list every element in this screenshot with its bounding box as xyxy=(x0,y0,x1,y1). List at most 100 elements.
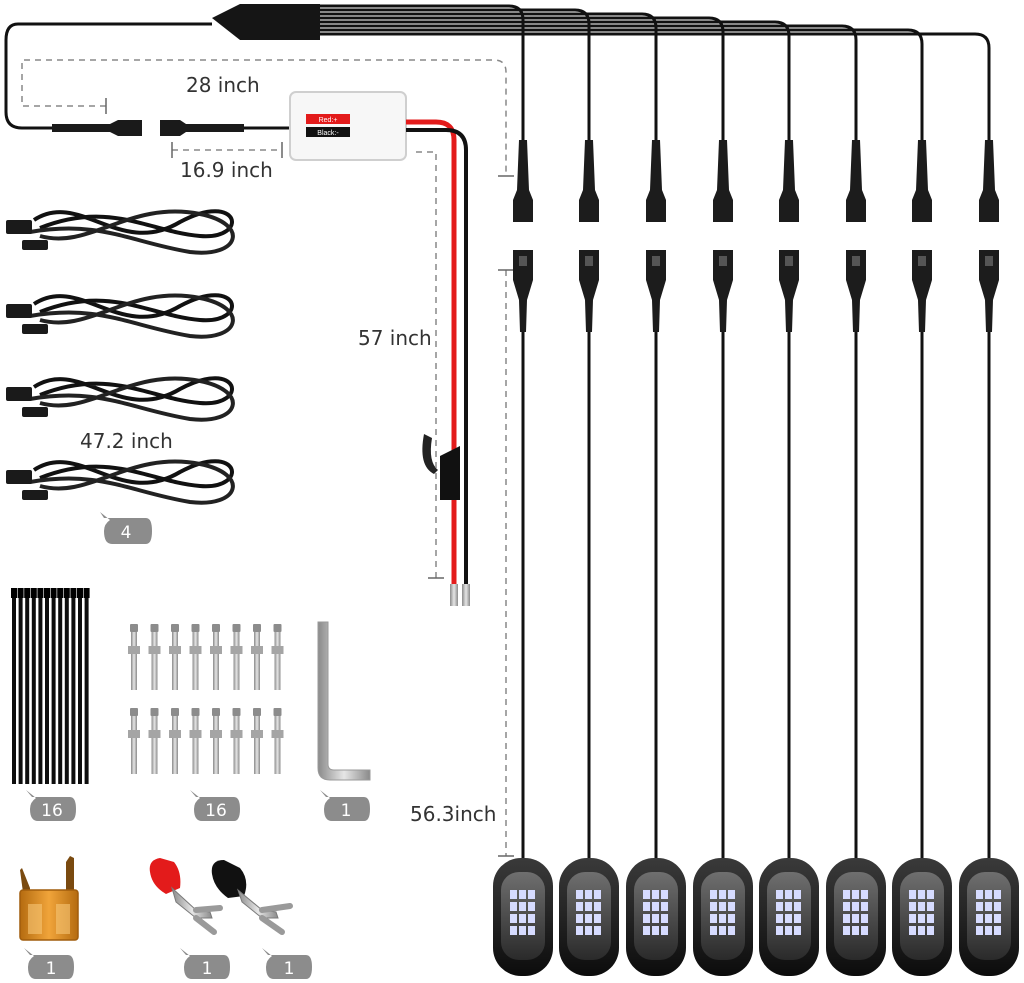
screw-head xyxy=(212,708,220,716)
led-chip xyxy=(852,902,859,911)
led-chip xyxy=(985,890,992,899)
led-chip xyxy=(576,914,583,923)
cable-tie xyxy=(18,588,23,784)
led-chip xyxy=(519,926,526,935)
pod-connector-slot-8 xyxy=(985,256,993,266)
red-wire-tip xyxy=(450,584,458,606)
led-chip xyxy=(652,926,659,935)
led-chip xyxy=(861,902,868,911)
rock-light-5 xyxy=(759,858,819,976)
screw-nut xyxy=(230,646,243,654)
extension-cable-4 xyxy=(6,459,235,505)
badge-black-terminal: 1 xyxy=(262,948,312,979)
screw-head xyxy=(273,708,282,716)
screw-shaft xyxy=(233,632,240,690)
led-chip xyxy=(528,926,535,935)
harness-plug xyxy=(52,120,142,136)
led-chip xyxy=(994,902,1001,911)
screw-shaft xyxy=(151,632,158,690)
cable-tie-head xyxy=(70,588,77,598)
led-chip xyxy=(594,926,601,935)
rock-light-3 xyxy=(626,858,686,976)
cable-ties xyxy=(11,588,90,784)
screw-nut xyxy=(169,646,181,654)
cable-tie-head xyxy=(77,588,83,598)
led-chip xyxy=(976,890,983,899)
rock-light-1 xyxy=(493,858,553,976)
cable-tie-head xyxy=(44,588,50,598)
led-chip xyxy=(576,902,583,911)
branch-connector-6 xyxy=(846,140,866,222)
screw-nut xyxy=(271,730,284,738)
cable-tie-head xyxy=(37,588,44,598)
control-box-red-label-bg xyxy=(306,114,350,124)
black-spade-terminal xyxy=(211,860,293,935)
led-chip xyxy=(585,914,592,923)
led-chip xyxy=(976,902,983,911)
cable-end-connector xyxy=(6,220,32,234)
rock-light-7 xyxy=(892,858,952,976)
pod-connector-1 xyxy=(513,250,533,332)
badge-black-terminal-value: 1 xyxy=(284,959,295,979)
screw-nut xyxy=(148,730,161,738)
screw-nut xyxy=(251,730,263,738)
extension-cable-3 xyxy=(6,376,235,422)
led-chip xyxy=(643,902,650,911)
led-chip xyxy=(843,890,850,899)
pod-connector-slot-4 xyxy=(719,256,727,266)
led-chip xyxy=(585,902,592,911)
badge-extension-cables-value: 4 xyxy=(121,523,132,543)
cable-loop-b xyxy=(29,459,235,505)
led-chip xyxy=(510,902,517,911)
hex-key xyxy=(317,621,371,781)
pod-connector-slot-3 xyxy=(652,256,660,266)
led-chip xyxy=(719,902,726,911)
led-chip xyxy=(719,914,726,923)
cable-tie-head xyxy=(11,588,17,598)
screw-shaft xyxy=(213,632,219,690)
screw-shaft xyxy=(172,716,178,774)
badge-fuse: 1 xyxy=(24,948,74,979)
screw-nut xyxy=(189,646,202,654)
screw-head xyxy=(232,624,241,632)
extension-cable-1 xyxy=(6,209,235,255)
rock-light-2 xyxy=(559,858,619,976)
cable-tie xyxy=(64,588,69,784)
rock-lights xyxy=(493,250,1019,976)
cable-end-connector xyxy=(22,240,48,250)
led-chip xyxy=(652,914,659,923)
harness-branch-wires xyxy=(320,4,999,222)
led-chip xyxy=(728,902,735,911)
led-chip xyxy=(843,902,850,911)
screw-head xyxy=(232,708,241,716)
branch-connector-3 xyxy=(646,140,666,222)
cable-end-connector xyxy=(22,407,48,417)
led-chip xyxy=(861,926,868,935)
screw-shaft xyxy=(172,632,178,690)
screw-nut xyxy=(230,730,243,738)
pod-connector-slot-1 xyxy=(519,256,527,266)
led-chip xyxy=(510,926,517,935)
led-chip xyxy=(985,902,992,911)
screw-shaft xyxy=(213,716,219,774)
badge-cable-ties: 16 xyxy=(26,790,76,821)
led-chip xyxy=(918,926,925,935)
power-wire-black xyxy=(406,128,468,586)
branch-connector-7 xyxy=(912,140,932,222)
rock-light-8 xyxy=(959,858,1019,976)
led-chip xyxy=(643,926,650,935)
dimension-ticks xyxy=(105,98,514,857)
fuse-holder-cap xyxy=(422,434,438,474)
led-chip xyxy=(927,926,934,935)
led-chip xyxy=(719,890,726,899)
led-chip xyxy=(576,926,583,935)
led-chip xyxy=(594,890,601,899)
led-chip xyxy=(785,914,792,923)
cable-tie xyxy=(45,588,49,784)
led-chip xyxy=(794,890,801,899)
screw-head xyxy=(150,708,159,716)
led-chip xyxy=(728,914,735,923)
led-chip xyxy=(909,890,916,899)
pod-connector-5 xyxy=(779,250,799,332)
screw-shaft xyxy=(254,632,260,690)
